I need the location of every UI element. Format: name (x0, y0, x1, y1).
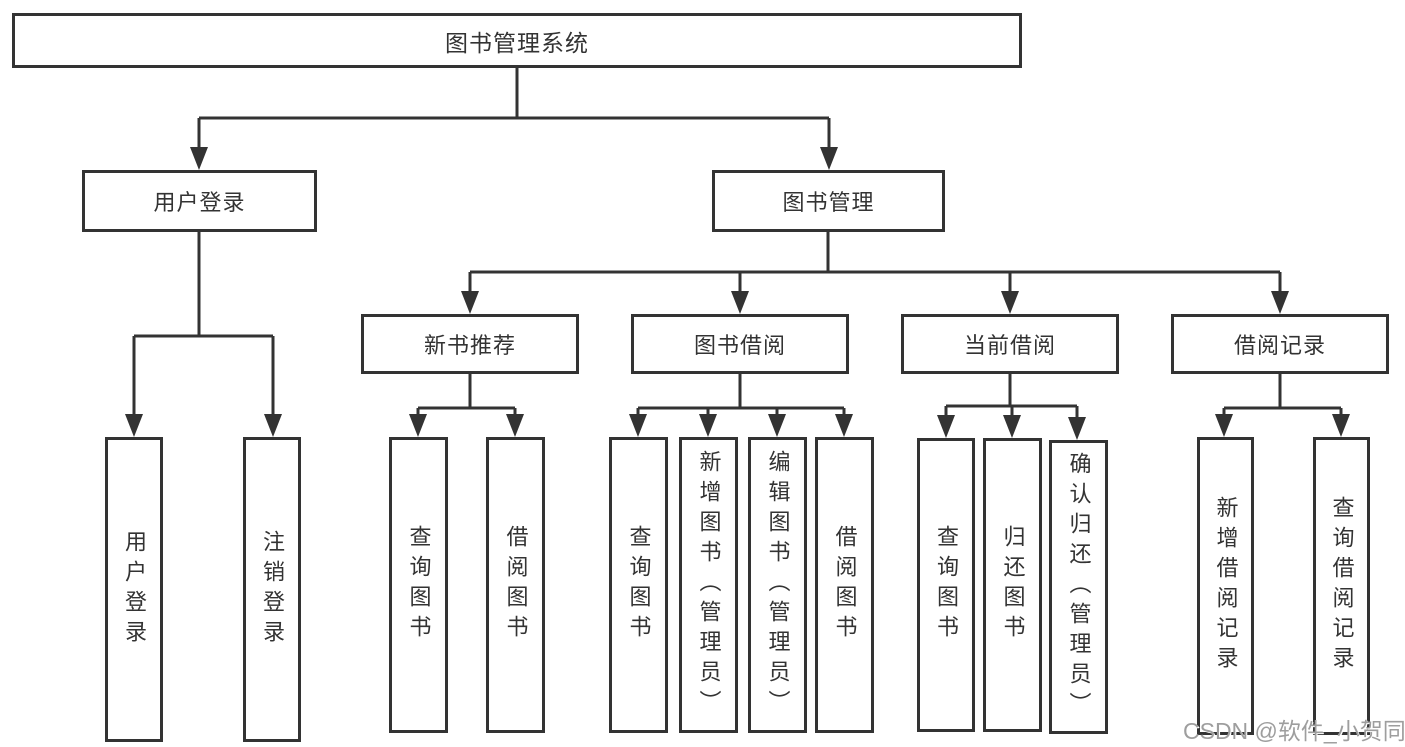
leaf-records-query: 查询借阅记录 (1313, 437, 1370, 735)
leaf-user-login: 用户登录 (105, 437, 163, 742)
leaf-current-return: 归还图书 (983, 438, 1042, 732)
node-book-management: 图书管理 (712, 170, 945, 232)
node-book-borrow: 图书借阅 (631, 314, 849, 374)
leaf-current-confirm-return-admin: 确认归还（管理员） (1049, 440, 1108, 734)
arrowheads (125, 147, 1350, 440)
leaf-logout: 注销登录 (243, 437, 301, 742)
leaf-newbook-borrow: 借阅图书 (486, 437, 545, 733)
leaf-borrow-borrow: 借阅图书 (815, 437, 874, 733)
leaf-borrow-add-admin: 新增图书（管理员） (679, 437, 738, 733)
node-user-login: 用户登录 (82, 170, 317, 232)
leaf-current-query: 查询图书 (917, 438, 975, 732)
leaf-records-add: 新增借阅记录 (1197, 437, 1254, 735)
leaf-borrow-query: 查询图书 (609, 437, 668, 733)
node-current-borrow: 当前借阅 (901, 314, 1119, 374)
node-root: 图书管理系统 (12, 13, 1022, 68)
node-borrow-records: 借阅记录 (1171, 314, 1389, 374)
leaf-borrow-edit-admin: 编辑图书（管理员） (748, 437, 807, 733)
leaf-newbook-query: 查询图书 (389, 437, 448, 733)
node-new-book-recommend: 新书推荐 (361, 314, 579, 374)
watermark: CSDN @软件_小贺同学 (1183, 718, 1405, 744)
